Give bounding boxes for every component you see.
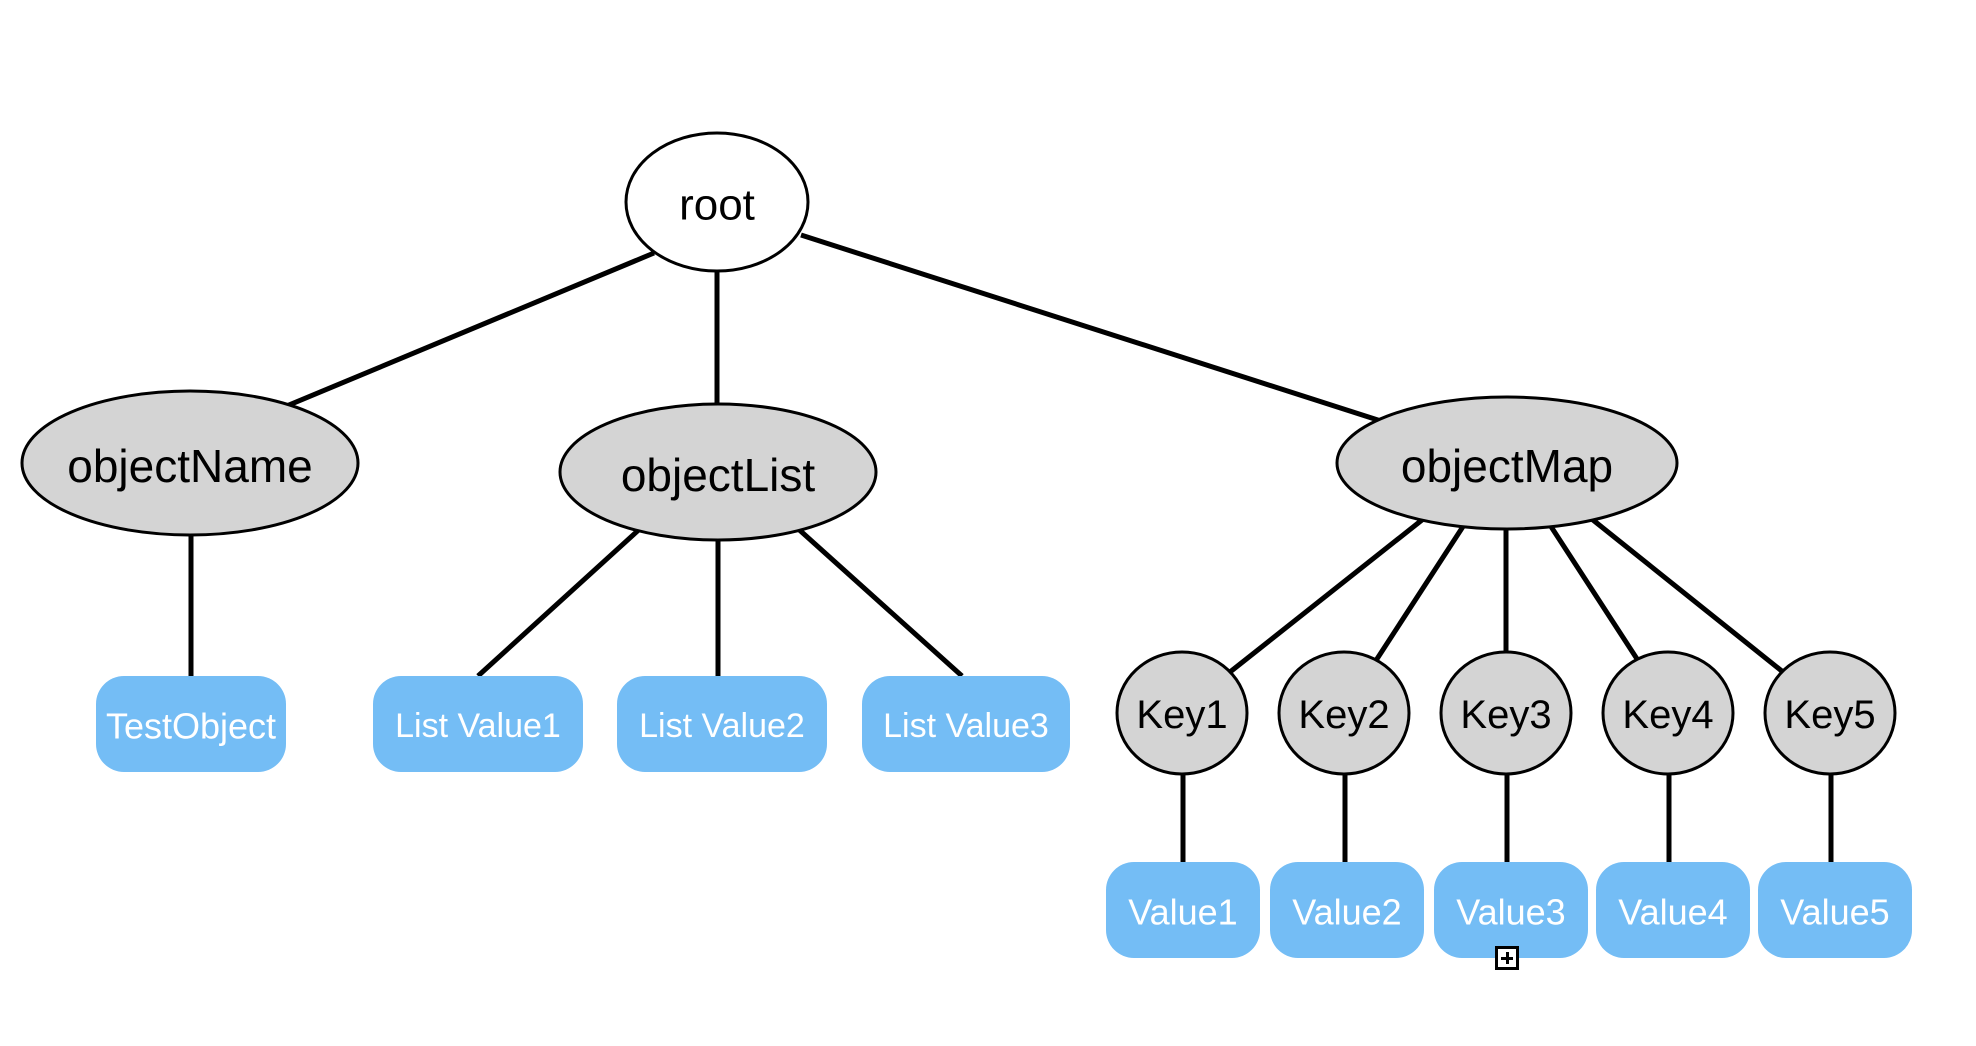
node-key1[interactable]: Key1 xyxy=(1115,650,1249,776)
edge-objectList-listValue1 xyxy=(476,524,645,678)
node-testObject-label: TestObject xyxy=(106,706,276,747)
node-key5-shape[interactable] xyxy=(1763,650,1897,776)
node-listValue3[interactable]: List Value3 xyxy=(862,676,1070,772)
node-value2[interactable]: Value2 xyxy=(1270,862,1424,958)
node-value1[interactable]: Value1 xyxy=(1106,862,1260,958)
node-key4[interactable]: Key4 xyxy=(1601,650,1735,776)
node-objectMap-label: objectMap xyxy=(1401,440,1613,492)
node-value2-label: Value2 xyxy=(1292,892,1401,933)
node-value1-shape[interactable] xyxy=(1106,862,1260,958)
node-objectName-label: objectName xyxy=(67,440,312,492)
node-objectName-shape[interactable] xyxy=(20,389,360,537)
node-value5[interactable]: Value5 xyxy=(1758,862,1912,958)
node-objectList[interactable]: objectList xyxy=(558,402,878,542)
node-key4-label: Key4 xyxy=(1622,693,1713,737)
node-root-label: root xyxy=(679,181,755,230)
node-key1-label: Key1 xyxy=(1136,693,1227,737)
node-listValue2-label: List Value2 xyxy=(639,707,805,745)
node-objectList-shape[interactable] xyxy=(558,402,878,542)
node-listValue3-label: List Value3 xyxy=(883,707,1049,745)
edge-objectMap-key4 xyxy=(1547,523,1642,664)
node-value4-label: Value4 xyxy=(1618,892,1727,933)
node-listValue3-shape[interactable] xyxy=(862,676,1070,772)
node-value4-shape[interactable] xyxy=(1596,862,1750,958)
node-value4[interactable]: Value4 xyxy=(1596,862,1750,958)
edge-objectList-listValue3 xyxy=(793,524,964,678)
node-objectList-label: objectList xyxy=(621,449,816,501)
node-key3-shape[interactable] xyxy=(1439,650,1573,776)
node-listValue1-shape[interactable] xyxy=(373,676,583,772)
node-root[interactable]: root xyxy=(624,131,810,273)
node-objectMap-shape[interactable] xyxy=(1335,395,1679,531)
edge-objectMap-key2 xyxy=(1372,523,1467,664)
node-value3-shape[interactable] xyxy=(1434,862,1588,958)
node-key2-label: Key2 xyxy=(1298,693,1389,737)
node-value1-label: Value1 xyxy=(1128,892,1237,933)
edge-objectMap-key5 xyxy=(1586,514,1785,674)
node-key3[interactable]: Key3 xyxy=(1439,650,1573,776)
key-node-group: Key1 Key2 Key3 Key4 Key5 xyxy=(1115,650,1897,776)
branch-node-group: objectName objectList objectMap xyxy=(20,389,1679,542)
crosshair-plus-cursor-icon xyxy=(1495,946,1519,970)
node-key1-shape[interactable] xyxy=(1115,650,1249,776)
node-objectMap[interactable]: objectMap xyxy=(1335,395,1679,531)
edge-root-objectName xyxy=(252,250,655,423)
node-listValue2[interactable]: List Value2 xyxy=(617,676,827,772)
node-key5[interactable]: Key5 xyxy=(1763,650,1897,776)
node-value2-shape[interactable] xyxy=(1270,862,1424,958)
node-listValue2-shape[interactable] xyxy=(617,676,827,772)
node-testObject[interactable]: TestObject xyxy=(96,676,286,772)
edge-objectMap-key1 xyxy=(1228,514,1429,674)
node-listValue1[interactable]: List Value1 xyxy=(373,676,583,772)
node-objectName[interactable]: objectName xyxy=(20,389,360,537)
node-testObject-shape[interactable] xyxy=(96,676,286,772)
node-value5-label: Value5 xyxy=(1780,892,1889,933)
node-value3-label: Value3 xyxy=(1456,892,1565,933)
node-listValue1-label: List Value1 xyxy=(395,707,561,745)
node-key5-label: Key5 xyxy=(1784,693,1875,737)
node-key3-label: Key3 xyxy=(1460,693,1551,737)
node-value5-shape[interactable] xyxy=(1758,862,1912,958)
node-key2-shape[interactable] xyxy=(1277,650,1411,776)
node-value3[interactable]: Value3 xyxy=(1434,862,1588,958)
edge-root-objectMap xyxy=(800,232,1382,424)
leaf-node-group: TestObject List Value1 List Value2 List … xyxy=(96,676,1912,958)
edge-group xyxy=(188,232,1834,862)
node-key4-shape[interactable] xyxy=(1601,650,1735,776)
node-root-shape[interactable] xyxy=(624,131,810,273)
node-key2[interactable]: Key2 xyxy=(1277,650,1411,776)
